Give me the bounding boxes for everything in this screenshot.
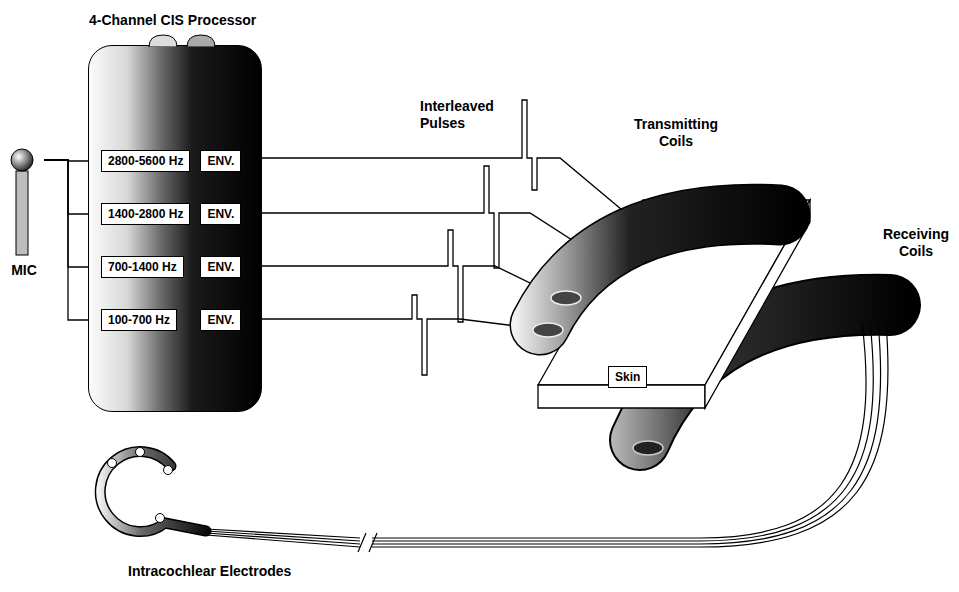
pulse-wire [262, 166, 600, 268]
part-label: Intracochlear Electrodes [128, 563, 291, 580]
microphone-icon [4, 146, 44, 258]
skin-plate [538, 200, 810, 408]
envelope-detector-box: ENV. [200, 256, 241, 278]
microphone: MIC [4, 146, 44, 278]
part-label: Transmitting Coils [626, 116, 726, 150]
node-text: ENV. [207, 260, 234, 274]
envelope-detector-box: ENV. [200, 203, 241, 225]
skin-label-box: Skin [608, 366, 647, 388]
envelope-detector-box: ENV. [200, 309, 241, 331]
processor-housing: 2800-5600 Hz ENV. 1400-2800 Hz ENV. 700-1400… [88, 45, 262, 412]
node-text: ENV. [207, 154, 234, 168]
node-text: 100-700 Hz [108, 313, 170, 327]
electrode-lead [206, 322, 888, 552]
node-text: 4-Channel CIS Processor [89, 12, 256, 28]
node-text: 2800-5600 Hz [108, 154, 183, 168]
part-label: Interleaved Pulses [420, 98, 512, 132]
node-text: Skin [615, 370, 640, 384]
node-text: ENV. [207, 207, 234, 221]
pulse-wire [262, 295, 548, 375]
electrode-array [100, 448, 206, 532]
transmitting-coil [533, 214, 780, 337]
node-text: 700-1400 Hz [108, 260, 177, 274]
node-text: ENV. [207, 313, 234, 327]
envelope-detector-box: ENV. [200, 150, 241, 172]
bandpass-filter-box: 1400-2800 Hz [101, 203, 190, 225]
node-text: MIC [4, 262, 44, 278]
bandpass-filter-box: 100-700 Hz [101, 309, 177, 331]
bandpass-filter-box: 700-1400 Hz [101, 256, 184, 278]
bandpass-filter-box: 2800-5600 Hz [101, 150, 190, 172]
part-label: Receiving Coils [878, 226, 954, 260]
processor-knobs [145, 33, 225, 47]
node-text: 1400-2800 Hz [108, 207, 183, 221]
